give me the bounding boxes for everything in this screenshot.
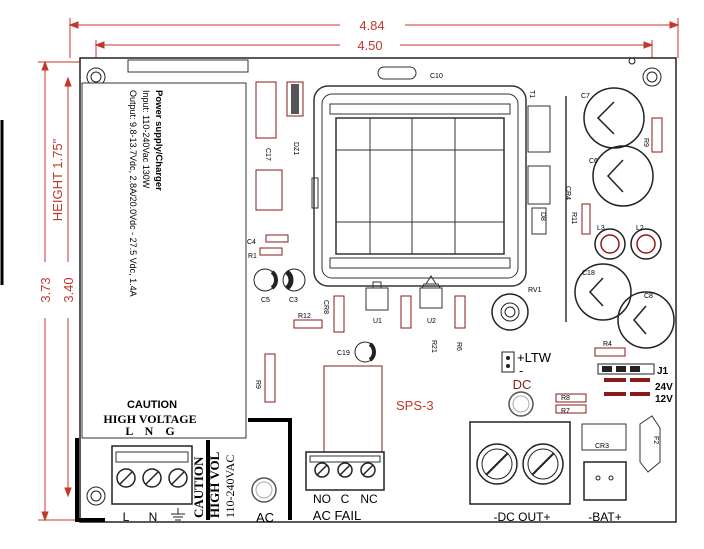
dimension-width-inner: 4.50 — [357, 38, 382, 53]
label-input: Input: 110-240Vac 130W — [141, 90, 151, 189]
label-c3: C3 — [289, 297, 298, 304]
slot-c10 — [377, 66, 417, 80]
label-c7: C7 — [581, 93, 590, 100]
label-cr8: CR8 — [322, 300, 329, 314]
ac-led-inner — [255, 481, 273, 499]
components-middle — [293, 295, 466, 333]
caution-terminal-letters: L N G — [125, 424, 174, 438]
dimension-height-depth: HEIGHT 1.75" — [50, 138, 65, 221]
label-dz1: DZ1 — [292, 142, 299, 155]
model-label: SPS-3 — [396, 398, 434, 413]
label-24v: 24V — [655, 382, 673, 393]
label-c18: C18 — [582, 270, 595, 277]
capacitors-right — [574, 87, 675, 349]
ltw-pin-2 — [506, 364, 510, 368]
label-r8: R8 — [561, 395, 570, 402]
terminal-n-label: N — [149, 510, 158, 524]
label-rv1: RV1 — [528, 287, 542, 294]
bat-pin-1 — [595, 475, 601, 481]
label-cr3: CR3 — [595, 443, 609, 450]
label-nc: NC — [360, 492, 378, 506]
bat-pin-2 — [608, 475, 614, 481]
resistors-r4-r7-r8 — [555, 347, 626, 414]
label-t1: T1 — [528, 90, 535, 98]
inductors-l2-l3 — [594, 228, 662, 260]
dc-led-inner — [512, 395, 530, 413]
label-l3: L3 — [597, 225, 605, 232]
dc-out-terminal-block — [469, 421, 571, 505]
jumper-j1 — [597, 363, 655, 396]
ltw-pin-1 — [506, 356, 510, 360]
caution-vertical-2: HIGH VOL — [207, 451, 222, 518]
label-c10: C10 — [430, 73, 443, 80]
potentiometer-rv1 — [491, 293, 529, 331]
label-r6: R6 — [455, 342, 462, 351]
label-r7: R7 — [561, 408, 570, 415]
terminal-l-label: L — [123, 510, 130, 524]
bat-label: -BAT+ — [588, 510, 621, 524]
fuse-f2 — [639, 415, 661, 473]
label-r4: R4 — [603, 341, 612, 348]
caution-title: CAUTION — [127, 399, 177, 411]
components-upper-left — [255, 81, 304, 256]
label-c19: C19 — [337, 350, 350, 357]
label-output: Output: 9.8-13.7Vdc, 2.8A/20.0Vdc - 27.5… — [128, 90, 138, 297]
label-r9-top: R9 — [642, 138, 649, 147]
dimension-height-inner: 3.40 — [61, 277, 76, 302]
label-c17: C17 — [264, 148, 271, 161]
ltw-plus-label: +LTW — [517, 350, 552, 365]
resistor-r11 — [581, 203, 591, 235]
bat-connector — [583, 461, 627, 501]
dimension-lines — [38, 18, 680, 522]
label-no: NO — [313, 492, 331, 506]
label-j1: J1 — [657, 366, 669, 377]
label-d8: D8 — [539, 212, 546, 221]
label-c4: C4 — [247, 239, 256, 246]
caution-vertical-3: 110-240VAC — [223, 455, 237, 518]
heavy-rail-left — [75, 438, 105, 522]
label-u2: U2 — [427, 318, 436, 325]
ltw-connector — [501, 351, 515, 373]
label-l2: L2 — [636, 225, 644, 232]
capacitor-c19-band — [368, 342, 376, 362]
dimension-height-outer: 3.73 — [38, 277, 53, 302]
label-r11: R11 — [570, 212, 577, 224]
resistor-r9 — [264, 353, 276, 403]
label-r12: R12 — [298, 313, 311, 320]
capacitor-c5-c3 — [253, 268, 306, 292]
dimension-width-outer: 4.84 — [359, 18, 384, 33]
label-r1: R1 — [248, 253, 257, 260]
caution-high-voltage: HIGH VOLTAGE — [103, 412, 196, 426]
label-c6: C6 — [589, 158, 598, 165]
diode-d8 — [531, 207, 547, 235]
label-12v: 12V — [655, 394, 673, 405]
top-strip — [127, 59, 249, 73]
ground-icon — [171, 508, 185, 521]
label-cr4: CR4 — [564, 186, 571, 200]
caution-vertical-1: CAUTION — [191, 456, 206, 518]
label-ac-fail: AC FAIL — [313, 508, 361, 523]
label-c: C — [341, 492, 350, 506]
label-r21: R21 — [430, 340, 437, 353]
label-c8: C8 — [644, 293, 653, 300]
transformer-t1 — [311, 85, 567, 322]
diode-cr3 — [581, 423, 627, 451]
label-title: Power supply/Charger — [153, 90, 164, 191]
ltw-minus-label: - — [519, 363, 523, 378]
ac-input-terminal-block — [111, 445, 193, 505]
label-box-text: Power supply/Charger Input: 110-240Vac 1… — [128, 90, 164, 297]
label-box — [81, 82, 247, 439]
label-c5: C5 — [261, 297, 270, 304]
dc-out-label: -DC OUT+ — [494, 510, 551, 524]
heavy-rail-right — [248, 418, 292, 520]
label-f2: F2 — [652, 436, 659, 444]
resistor-r9-top — [651, 117, 663, 153]
regulators-u1-u2 — [365, 275, 443, 311]
ac-led-label: AC — [256, 510, 274, 525]
label-u1: U1 — [373, 318, 382, 325]
ac-fail-terminal-block — [305, 451, 385, 491]
dc-led-label: DC — [513, 377, 532, 392]
label-r9: R9 — [254, 380, 261, 389]
